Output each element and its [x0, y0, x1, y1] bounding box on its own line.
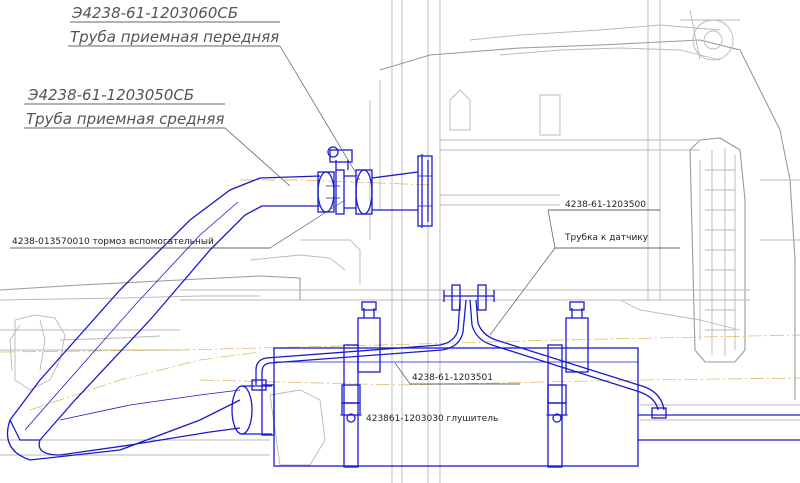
middle-pipe-name-label: Труба приемная средняя: [26, 110, 224, 128]
part-1203501-label: 4238-61-1203501: [412, 373, 493, 383]
leaders: [10, 21, 680, 385]
front-pipe-code-label: Э4238-61-1203060СБ: [71, 4, 238, 22]
middle-pipe-code-label: Э4238-61-1203050СБ: [27, 86, 194, 104]
sensor-name-label: Трубка к датчику: [564, 233, 649, 243]
brake-label: 4238-013570010 тормоз вспомогательный: [12, 237, 214, 247]
muffler-label: 423861-1203030 глушитель: [366, 414, 498, 424]
front-pipe-name-label: Труба приемная передняя: [70, 28, 279, 46]
sensor-tube: [251, 284, 667, 419]
text-labels: Э4238-61-1203060СБ Труба приемная передн…: [12, 4, 649, 424]
centerlines: [0, 179, 800, 411]
front-pipe: [9, 146, 433, 441]
muffler: [273, 301, 800, 468]
middle-pipe: [6, 384, 275, 461]
sensor-code-label: 4238-61-1203500: [565, 200, 646, 210]
